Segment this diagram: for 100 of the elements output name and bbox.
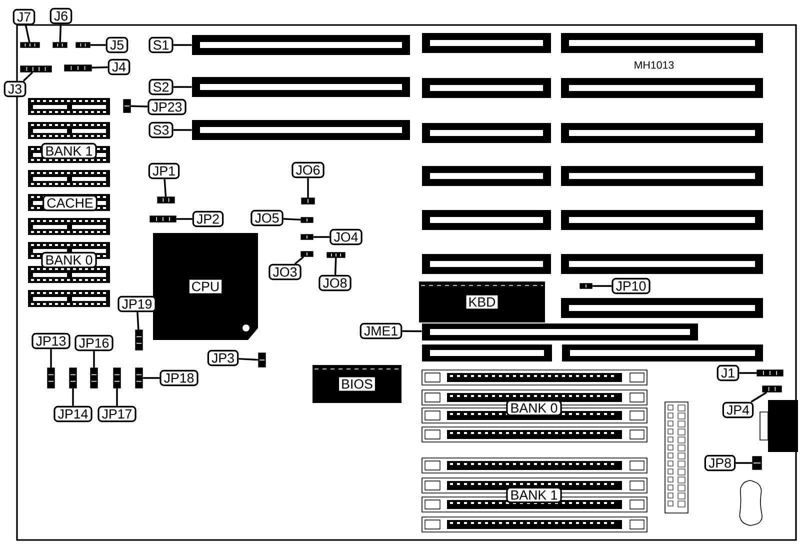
- model-number: MH1013: [634, 61, 674, 69]
- callout-label: J5: [106, 36, 128, 54]
- jumper: [20, 42, 40, 48]
- jumper: [113, 368, 121, 388]
- jumper: [762, 386, 782, 392]
- jumper: [47, 368, 55, 388]
- leader-line: [307, 178, 309, 198]
- expansion-slot: [422, 210, 551, 230]
- jumper: [580, 283, 592, 289]
- jumper: [258, 352, 266, 368]
- jumper: [752, 456, 762, 470]
- jumper: [123, 99, 131, 113]
- expansion-slot: [561, 254, 764, 274]
- jumper: [90, 368, 98, 388]
- jumper: [69, 368, 77, 388]
- leader-line: [173, 129, 192, 131]
- callout-label: JO3: [268, 264, 302, 280]
- jumper: [301, 198, 315, 204]
- callout-label: JO8: [318, 274, 352, 292]
- callout-label: BANK 0: [506, 400, 562, 416]
- expansion-slot: [422, 324, 698, 340]
- leader-line: [238, 358, 258, 361]
- jumper: [135, 368, 143, 388]
- leader-line: [164, 179, 167, 197]
- callout-label: JP13: [32, 332, 70, 350]
- jumper: [76, 42, 90, 48]
- callout-label: JO5: [250, 210, 284, 226]
- callout-label: JP19: [118, 296, 156, 312]
- leader-line: [116, 388, 118, 406]
- leader-line: [592, 285, 612, 287]
- expansion-slot: [561, 166, 764, 186]
- leader-line: [90, 44, 106, 46]
- expansion-slot: [422, 344, 552, 362]
- callout-label: J6: [50, 8, 72, 24]
- callout-label: JP8: [704, 454, 736, 472]
- leader-line: [59, 24, 62, 42]
- jumper: [300, 251, 314, 257]
- leader-line: [50, 349, 52, 368]
- callout-label: JME1: [360, 322, 402, 340]
- callout-label: JP2: [192, 210, 224, 228]
- expansion-slot: [561, 78, 764, 98]
- callout-label: JP18: [160, 370, 198, 386]
- leader-line: [294, 256, 304, 265]
- leader-line: [130, 105, 148, 108]
- callout-label: JP14: [54, 406, 92, 422]
- callout-label: JP17: [98, 406, 136, 422]
- callout-label: JP1: [148, 162, 180, 180]
- callout-label: BANK 1: [506, 486, 562, 504]
- leader-line: [142, 377, 160, 379]
- callout-label: JO4: [330, 228, 362, 246]
- leader-line: [402, 330, 422, 332]
- expansion-slot: [192, 77, 410, 97]
- jumper: [64, 64, 92, 72]
- jumper: [52, 42, 68, 48]
- leader-line: [176, 218, 192, 220]
- jumper: [300, 234, 314, 240]
- expansion-slot: [422, 123, 551, 143]
- leader-line: [92, 66, 108, 69]
- node-label: KBD: [469, 297, 496, 307]
- leader-line: [739, 372, 757, 374]
- leader-line: [736, 462, 752, 464]
- expansion-slot: [561, 298, 764, 318]
- callout-label: S1: [148, 36, 174, 54]
- jumper: [150, 216, 176, 222]
- callout-label: J7: [12, 8, 36, 26]
- callout-label: JP3: [207, 350, 239, 366]
- callout-label: JP4: [722, 402, 754, 418]
- expansion-slot: [192, 35, 410, 55]
- chip: KBD: [419, 282, 545, 322]
- callout-label: J3: [4, 80, 26, 98]
- expansion-slot: [422, 78, 551, 98]
- callout-label: JP23: [148, 98, 186, 116]
- leader-line: [334, 258, 337, 275]
- jumper: [300, 217, 314, 223]
- callout-label: JO6: [292, 162, 324, 178]
- processor-chip: CPU: [153, 233, 258, 340]
- leader-line: [22, 72, 34, 82]
- expansion-slot: [562, 344, 764, 362]
- leader-line: [750, 392, 768, 403]
- leader-line: [72, 388, 74, 406]
- leader-line: [173, 86, 192, 88]
- callout-label: JP10: [612, 278, 650, 294]
- expansion-slot: [422, 33, 551, 53]
- leader-line: [136, 312, 140, 330]
- jumper: [135, 330, 143, 350]
- expansion-slot: [561, 33, 764, 53]
- callout-label: JP16: [74, 334, 114, 352]
- expansion-slot: [422, 166, 551, 186]
- expansion-slot: [561, 210, 764, 230]
- callout-label: S3: [148, 122, 174, 138]
- leader-line: [24, 24, 30, 42]
- leader-line: [93, 351, 95, 368]
- callout-label: J1: [716, 364, 740, 382]
- expansion-slot: [192, 120, 410, 140]
- callout-label: J4: [108, 58, 130, 76]
- expansion-slot: [422, 254, 551, 274]
- jumper: [157, 196, 175, 204]
- jumper: [20, 66, 52, 72]
- chip: BIOS: [312, 365, 402, 403]
- leader-line: [283, 218, 301, 221]
